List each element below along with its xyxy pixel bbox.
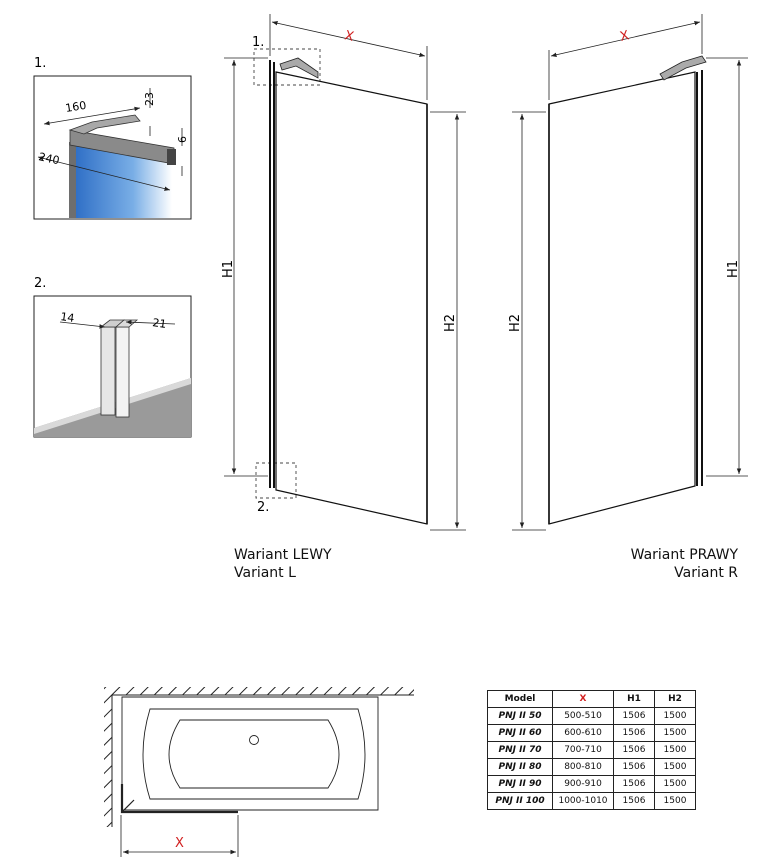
dim-240-label: 240 bbox=[37, 150, 60, 167]
cell-model: PNJ II 80 bbox=[487, 758, 553, 776]
right-bracket bbox=[659, 55, 707, 81]
cell-x: 900-910 bbox=[552, 775, 614, 793]
table-row: PNJ II 50 500-510 1506 1500 bbox=[487, 707, 696, 725]
callout-2-label: 2. bbox=[257, 500, 269, 515]
plan-drain bbox=[249, 735, 259, 745]
left-bracket bbox=[279, 57, 319, 79]
dim-21-label: 21 bbox=[152, 316, 168, 331]
dim-23-label: 23 bbox=[143, 92, 156, 106]
variant-right-caption: Wariant PRAWY Variant R bbox=[560, 546, 738, 582]
right-x-label: X bbox=[619, 28, 631, 45]
variant-right-line1: Wariant PRAWY bbox=[630, 547, 738, 563]
cell-h1: 1506 bbox=[613, 741, 655, 759]
detail-2-group: 2. 14 21 bbox=[33, 276, 192, 438]
cell-h2: 1500 bbox=[654, 707, 696, 725]
cell-x: 800-810 bbox=[552, 758, 614, 776]
plan-x-label: X bbox=[175, 836, 184, 851]
dim-160-label: 160 bbox=[64, 99, 87, 115]
cell-x: 500-510 bbox=[552, 707, 614, 725]
detail-1-group: 1. 160 23 240 6 bbox=[33, 56, 192, 220]
variant-right-elevation: X H1 H2 bbox=[508, 14, 748, 531]
cell-x: 700-710 bbox=[552, 741, 614, 759]
cell-model: PNJ II 90 bbox=[487, 775, 553, 793]
cell-h1: 1506 bbox=[613, 758, 655, 776]
detail-2-label: 2. bbox=[34, 276, 46, 291]
table-row: PNJ II 90 900-910 1506 1500 bbox=[487, 775, 696, 793]
cell-h1: 1506 bbox=[613, 724, 655, 742]
cell-h2: 1500 bbox=[654, 792, 696, 810]
header-model: Model bbox=[487, 690, 553, 708]
cell-x: 1000-1010 bbox=[552, 792, 614, 810]
variant-right-line2: Variant R bbox=[674, 565, 738, 581]
cell-h2: 1500 bbox=[654, 775, 696, 793]
right-glass-panel bbox=[548, 71, 696, 525]
right-h1-label: H1 bbox=[726, 260, 741, 278]
plan-view: X bbox=[104, 687, 414, 857]
variant-left-line2: Variant L bbox=[234, 565, 296, 581]
cell-h2: 1500 bbox=[654, 741, 696, 759]
left-h1-label: H1 bbox=[221, 260, 236, 278]
spec-table: Model X H1 H2 PNJ II 50 500-510 1506 150… bbox=[487, 690, 696, 810]
callout-1-label: 1. bbox=[252, 35, 264, 50]
cell-h1: 1506 bbox=[613, 707, 655, 725]
spec-table-header-row: Model X H1 H2 bbox=[487, 690, 696, 708]
cell-model: PNJ II 60 bbox=[487, 724, 553, 742]
table-row: PNJ II 80 800-810 1506 1500 bbox=[487, 758, 696, 776]
left-glass-panel bbox=[275, 71, 428, 525]
header-x: X bbox=[552, 690, 614, 708]
left-h2-label: H2 bbox=[443, 314, 458, 332]
cell-h2: 1500 bbox=[654, 758, 696, 776]
dim-6-label: 6 bbox=[176, 136, 189, 143]
cell-model: PNJ II 70 bbox=[487, 741, 553, 759]
detail-2-profile-left bbox=[100, 326, 116, 416]
plan-bathtub bbox=[121, 696, 379, 811]
detail-1-label: 1. bbox=[34, 56, 46, 71]
left-x-label: X bbox=[343, 28, 355, 45]
header-h1: H1 bbox=[613, 690, 655, 708]
cell-x: 600-610 bbox=[552, 724, 614, 742]
table-row: PNJ II 100 1000-1010 1506 1500 bbox=[487, 792, 696, 810]
plan-wall-left bbox=[104, 687, 112, 827]
cell-h1: 1506 bbox=[613, 792, 655, 810]
detail-1-clamp bbox=[167, 149, 176, 165]
detail-2-profile-right bbox=[115, 326, 130, 418]
cell-model: PNJ II 50 bbox=[487, 707, 553, 725]
cell-h2: 1500 bbox=[654, 724, 696, 742]
detail-1-post bbox=[69, 142, 76, 218]
cell-h1: 1506 bbox=[613, 775, 655, 793]
variant-left-elevation: 1. 2. X H1 H2 bbox=[221, 14, 466, 531]
variant-left-caption: Wariant LEWY Variant L bbox=[234, 546, 332, 582]
plan-wall-top bbox=[112, 687, 414, 695]
header-h2: H2 bbox=[654, 690, 696, 708]
table-row: PNJ II 70 700-710 1506 1500 bbox=[487, 741, 696, 759]
right-h2-label: H2 bbox=[508, 314, 523, 332]
dim-14-label: 14 bbox=[60, 310, 76, 325]
variant-left-line1: Wariant LEWY bbox=[234, 547, 332, 563]
cell-model: PNJ II 100 bbox=[487, 792, 553, 810]
table-row: PNJ II 60 600-610 1506 1500 bbox=[487, 724, 696, 742]
